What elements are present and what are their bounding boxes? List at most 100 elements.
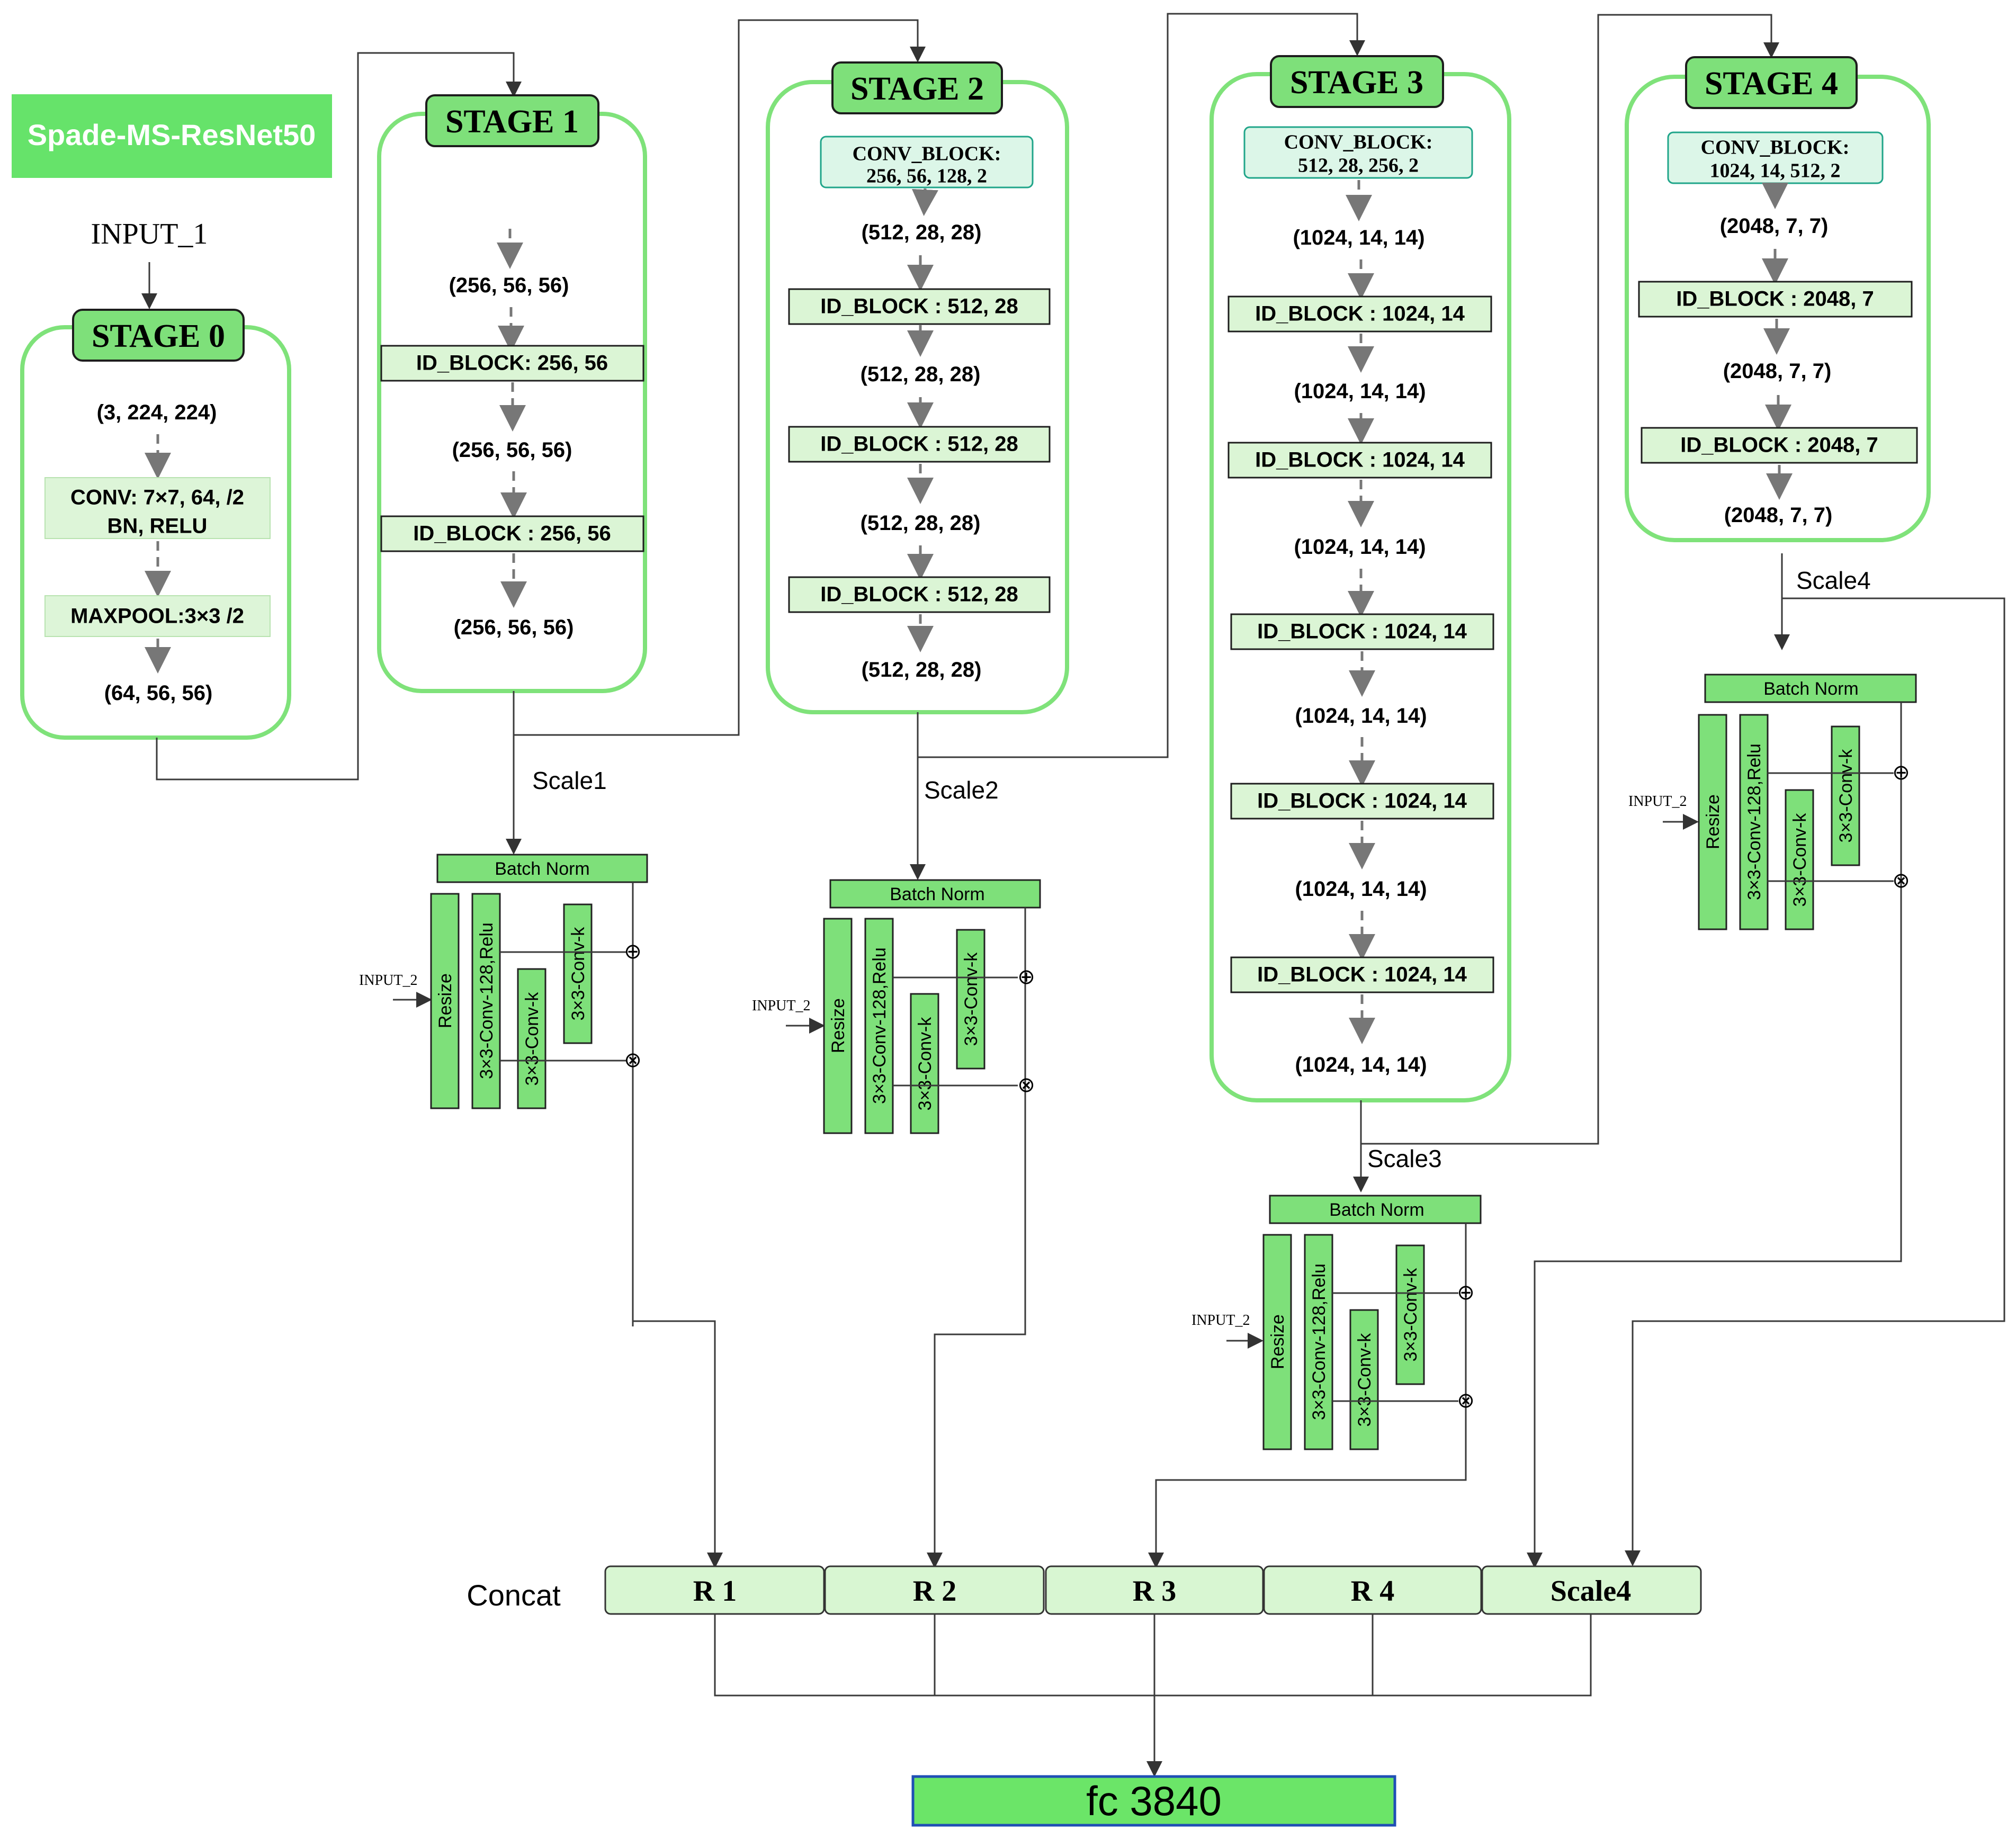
spade-4-resize: Resize (1698, 714, 1727, 930)
spade-3-multiply-icon: ⊗ (1457, 1388, 1475, 1413)
stage-3-conv-label-1: CONV_BLOCK: (1284, 131, 1433, 154)
stage-1-header: STAGE 1 (425, 94, 599, 147)
concat-cell-r4-label: R 4 (1351, 1575, 1394, 1608)
spade-1-conv-k-upper-label: 3×3-Conv-k (568, 927, 588, 1021)
spade-4-multiply-icon: ⊗ (1892, 868, 1910, 893)
concat-cell-r2: R 2 (824, 1565, 1045, 1615)
spade-1-to-r1 (632, 1070, 723, 1568)
stage-2-shape-2: (512, 28, 28) (861, 363, 981, 386)
stage-3-id-block-4-label: ID_BLOCK : 1024, 14 (1257, 790, 1467, 813)
spade-4-conv128-label: 3×3-Conv-128,Relu (1744, 743, 1764, 900)
stage-0-output-shape: (64, 56, 56) (104, 681, 213, 705)
spade-1-conv128: 3×3-Conv-128,Relu (471, 893, 501, 1109)
spade-3-resize-label: Resize (1268, 1314, 1288, 1369)
stage-3-id-block-2-label: ID_BLOCK : 1024, 14 (1255, 448, 1465, 472)
spade-2-conv128-label: 3×3-Conv-128,Relu (870, 947, 890, 1104)
stage-1-shape-2: (256, 56, 56) (452, 438, 572, 462)
stage-0-input-shape: (3, 224, 224) (97, 401, 217, 424)
stage-3: STAGE 3 CONV_BLOCK: 512, 28, 256, 2 (102… (1209, 55, 1511, 1102)
stage-0-conv-block: CONV: 7×7, 64, /2 BN, RELU (44, 477, 271, 539)
stage-4-shape-3: (2048, 7, 7) (1724, 504, 1833, 527)
spade-3-conv128: 3×3-Conv-128,Relu (1304, 1234, 1333, 1450)
stage-4-conv-block: CONV_BLOCK: 1024, 14, 512, 2 (1667, 131, 1884, 184)
stage-3-header: STAGE 3 (1270, 55, 1444, 108)
connector-stage2-stage3 (917, 13, 1365, 758)
stage-4-conv-label-2: 1024, 14, 512, 2 (1710, 160, 1841, 182)
stage-3-shape-5: (1024, 14, 14) (1295, 877, 1427, 901)
input-1-label: INPUT_1 (91, 218, 208, 250)
concat-cell-r3: R 3 (1045, 1565, 1264, 1615)
spade-4-add-icon: ⊕ (1892, 760, 1910, 785)
spade-3-conv-k-lower-label: 3×3-Conv-k (1355, 1333, 1375, 1427)
stage-4-id-block-1-label: ID_BLOCK : 2048, 7 (1676, 288, 1874, 311)
stage-4: STAGE 4 CONV_BLOCK: 1024, 14, 512, 2 (20… (1625, 56, 1931, 542)
spade-4-batch-norm: Batch Norm (1704, 674, 1917, 703)
stage-4-shape-2: (2048, 7, 7) (1723, 360, 1832, 383)
stage-2-id-block-2: ID_BLOCK : 512, 28 (788, 426, 1051, 463)
spade-1-batch-norm: Batch Norm (436, 854, 648, 883)
spade-3-batch-norm-label: Batch Norm (1329, 1200, 1424, 1220)
spade-block-2: Batch Norm INPUT_2 Resize 3×3-Conv-128,R… (752, 879, 1041, 1568)
stage-2-arrow-0 (911, 188, 938, 216)
spade-3-add-icon: ⊕ (1457, 1280, 1475, 1305)
stage-4-conv-label-1: CONV_BLOCK: (1701, 137, 1850, 159)
stage-0: STAGE 0 (3, 224, 224) CONV: 7×7, 64, /2 … (20, 309, 291, 740)
spade-2-add-icon: ⊕ (1017, 965, 1035, 989)
concat-cell-r3-label: R 3 (1133, 1575, 1176, 1608)
stage-2-shape-3: (512, 28, 28) (861, 512, 981, 535)
spade-2-conv-k-lower: 3×3-Conv-k (910, 993, 939, 1134)
spade-4-conv-k-upper: 3×3-Conv-k (1831, 725, 1860, 866)
stage-3-conv-label-2: 512, 28, 256, 2 (1298, 155, 1419, 177)
spade-4-conv-k-lower-label: 3×3-Conv-k (1790, 813, 1810, 907)
stage-3-id-block-1: ID_BLOCK : 1024, 14 (1227, 295, 1492, 333)
stage-1-id-block-1: ID_BLOCK: 256, 56 (380, 345, 644, 382)
stage-0-title: STAGE 0 (92, 318, 225, 354)
spade-3-conv-k-upper: 3×3-Conv-k (1395, 1244, 1425, 1385)
spade-1-conv-k-lower: 3×3-Conv-k (517, 968, 546, 1109)
stage-1-id-block-2: ID_BLOCK : 256, 56 (380, 515, 644, 552)
spade-2-resize: Resize (823, 918, 853, 1134)
spade-block-3: Batch Norm INPUT_2 Resize 3×3-Conv-128,R… (1148, 1195, 1482, 1568)
spade-4-resize-label: Resize (1703, 794, 1723, 849)
concat-cell-scale4: Scale4 (1481, 1565, 1702, 1615)
stage-1-id-block-1-label: ID_BLOCK: 256, 56 (416, 352, 608, 375)
stage-3-shape-1: (1024, 14, 14) (1293, 226, 1424, 249)
spade-3-conv128-label: 3×3-Conv-128,Relu (1309, 1263, 1329, 1420)
stage-0-maxpool-block: MAXPOOL:3×3 /2 (44, 595, 271, 637)
stage-2-id-block-2-label: ID_BLOCK : 512, 28 (820, 433, 1018, 456)
spade-3-input-2-label: INPUT_2 (1191, 1312, 1250, 1329)
spade-2-batch-norm-label: Batch Norm (890, 884, 985, 904)
spade-1-input-2-label: INPUT_2 (359, 972, 417, 989)
stage-4-id-block-1: ID_BLOCK : 2048, 7 (1638, 281, 1913, 318)
stage-2-shape-4: (512, 28, 28) (862, 658, 982, 681)
spade-1-multiply-icon: ⊗ (624, 1048, 642, 1072)
stage-0-bn-relu-label: BN, RELU (107, 515, 208, 538)
spade-2-conv-k-upper: 3×3-Conv-k (956, 929, 985, 1070)
concat-label: Concat (467, 1578, 561, 1612)
stage-3-id-block-1-label: ID_BLOCK : 1024, 14 (1255, 302, 1465, 326)
stage-0-maxpool-label: MAXPOOL:3×3 /2 (70, 605, 244, 628)
stage-2-shape-1: (512, 28, 28) (862, 221, 982, 244)
spade-1-conv-k-upper: 3×3-Conv-k (563, 903, 593, 1044)
spade-4-batch-norm-label: Batch Norm (1763, 679, 1859, 699)
stage-3-id-block-3: ID_BLOCK : 1024, 14 (1230, 613, 1494, 650)
spade-4-to-r4 (1527, 891, 1902, 1568)
scale4-label: Scale4 (1796, 567, 1871, 594)
stage-0-conv-label: CONV: 7×7, 64, /2 (70, 486, 244, 509)
stage-4-header: STAGE 4 (1685, 56, 1858, 109)
stage-3-shape-4: (1024, 14, 14) (1295, 704, 1427, 728)
concat-cell-r4: R 4 (1263, 1565, 1482, 1615)
spade-1-add-icon: ⊕ (624, 939, 642, 964)
stage-4-shape-1: (2048, 7, 7) (1720, 214, 1829, 238)
stage-3-id-block-3-label: ID_BLOCK : 1024, 14 (1257, 620, 1467, 643)
spade-1-resize-label: Resize (435, 973, 455, 1028)
spade-3-resize: Resize (1262, 1234, 1292, 1450)
concat-cell-r2-label: R 2 (913, 1575, 956, 1608)
model-title-badge: Spade-MS-ResNet50 (12, 94, 332, 178)
stage-2-header: STAGE 2 (831, 61, 1003, 114)
spade-block-1: Batch Norm INPUT_2 Resize 3×3-Conv-128,R… (359, 854, 723, 1568)
stage-4-id-block-2-label: ID_BLOCK : 2048, 7 (1680, 434, 1878, 457)
stage-3-id-block-4: ID_BLOCK : 1024, 14 (1230, 783, 1494, 820)
stage-2: STAGE 2 CONV_BLOCK: 256, 56, 128, 2 (512… (766, 61, 1069, 714)
